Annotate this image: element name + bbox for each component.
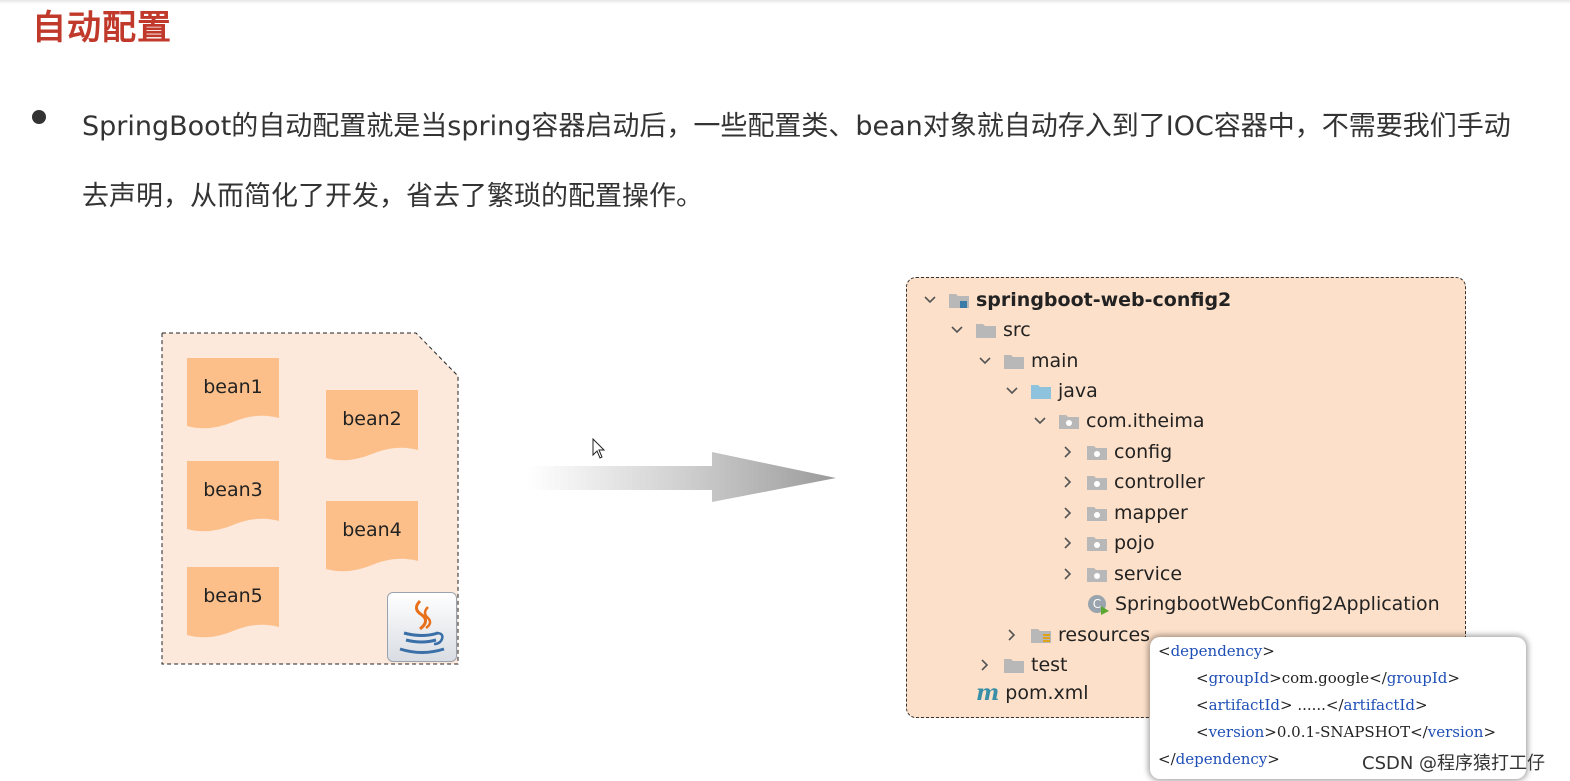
tree-item-src[interactable]: src <box>949 317 1031 343</box>
tree-item-config[interactable]: config <box>1060 439 1172 465</box>
xml-line: <groupId>com.google</groupId> <box>1196 669 1460 687</box>
chevron-down-icon[interactable] <box>922 292 938 308</box>
source-folder-icon <box>1031 385 1051 399</box>
folder-icon <box>1004 659 1024 673</box>
chevron-right-icon[interactable] <box>1060 566 1076 582</box>
chevron-right-icon[interactable] <box>1004 627 1020 643</box>
tree-label: pom.xml <box>1005 682 1089 704</box>
spring-boot-class-icon: C <box>1088 595 1109 615</box>
folder-icon <box>976 324 996 338</box>
top-divider <box>0 0 1570 4</box>
tree-label: pojo <box>1114 532 1155 554</box>
tree-item-main[interactable]: main <box>977 348 1078 374</box>
bean-card: bean5 <box>187 567 279 643</box>
package-folder-icon <box>1087 476 1107 490</box>
chevron-down-icon[interactable] <box>1032 413 1048 429</box>
tree-label: SpringbootWebConfig2Application <box>1115 593 1440 615</box>
folder-icon <box>1004 355 1024 369</box>
tree-item-pom[interactable]: m pom.xml <box>976 680 1089 706</box>
tree-label: config <box>1114 441 1173 463</box>
tree-label: main <box>1031 350 1079 372</box>
package-folder-icon <box>1087 568 1107 582</box>
tree-label: java <box>1058 380 1098 402</box>
bean-shape-icon <box>187 358 279 429</box>
svg-text:C: C <box>1093 597 1101 611</box>
java-logo-icon <box>387 592 457 662</box>
tree-item-project[interactable]: springboot-web-config2 <box>922 287 1231 313</box>
xml-line: <artifactId> ......</artifactId> <box>1196 696 1428 714</box>
tree-item-pojo[interactable]: pojo <box>1060 530 1155 556</box>
chevron-right-icon[interactable] <box>1060 535 1076 551</box>
bean-label: bean2 <box>342 408 402 430</box>
transfer-arrow-icon <box>528 452 836 502</box>
tree-label: resources <box>1058 624 1151 646</box>
resources-folder-icon <box>1031 629 1051 643</box>
xml-line: </dependency> <box>1158 750 1280 768</box>
package-folder-icon <box>1059 415 1079 429</box>
package-folder-icon <box>1087 446 1107 460</box>
bullet-dot-icon <box>32 110 46 124</box>
tree-item-test[interactable]: test <box>977 652 1068 678</box>
tree-item-java[interactable]: java <box>1004 378 1098 404</box>
tree-label: service <box>1114 563 1183 585</box>
bean-card: bean2 <box>326 390 418 466</box>
mouse-pointer-icon <box>592 438 606 459</box>
bullet-text: SpringBoot的自动配置就是当spring容器启动后，一些配置类、bean… <box>82 111 1511 212</box>
bean-card: bean1 <box>187 358 279 434</box>
bean-shape-icon <box>187 567 279 638</box>
bean-label: bean1 <box>203 376 263 398</box>
tree-item-app-class[interactable]: C SpringbootWebConfig2Application <box>1086 591 1440 617</box>
tree-item-service[interactable]: service <box>1060 561 1182 587</box>
bean-label: bean5 <box>203 585 263 607</box>
chevron-right-icon[interactable] <box>1060 474 1076 490</box>
tree-item-mapper[interactable]: mapper <box>1060 500 1188 526</box>
bean-label: bean3 <box>203 479 263 501</box>
package-folder-icon <box>1087 507 1107 521</box>
package-folder-icon <box>1087 537 1107 551</box>
tree-label: com.itheima <box>1086 410 1205 432</box>
project-name: springboot-web-config2 <box>976 289 1232 311</box>
tree-label: mapper <box>1114 502 1188 524</box>
tree-item-controller[interactable]: controller <box>1060 469 1205 495</box>
watermark: CSDN @程序猿打工仔 <box>1362 753 1546 774</box>
tree-label: controller <box>1114 471 1205 493</box>
dependency-snippet: <dependency> <groupId>com.google</groupI… <box>1150 637 1526 779</box>
bean-card: bean4 <box>326 501 418 577</box>
bean-shape-icon <box>326 390 418 461</box>
xml-line: <dependency> <box>1158 642 1275 660</box>
chevron-right-icon[interactable] <box>1060 505 1076 521</box>
tree-item-package[interactable]: com.itheima <box>1032 408 1205 434</box>
tree-label: test <box>1031 654 1068 676</box>
chevron-down-icon[interactable] <box>977 353 993 369</box>
tree-item-resources[interactable]: resources <box>1004 622 1150 648</box>
bean-label: bean4 <box>342 519 402 541</box>
chevron-right-icon[interactable] <box>1060 444 1076 460</box>
chevron-down-icon[interactable] <box>949 322 965 338</box>
maven-icon: m <box>976 680 1000 706</box>
bean-shape-icon <box>187 461 279 532</box>
chevron-right-icon[interactable] <box>977 657 993 673</box>
tree-label: src <box>1003 319 1031 341</box>
bean-card: bean3 <box>187 461 279 537</box>
module-folder-icon <box>949 294 969 308</box>
slide-title: 自动配置 <box>32 8 172 48</box>
bean-shape-icon <box>326 501 418 572</box>
chevron-down-icon[interactable] <box>1004 383 1020 399</box>
xml-line: <version>0.0.1-SNAPSHOT</version> <box>1196 723 1497 741</box>
